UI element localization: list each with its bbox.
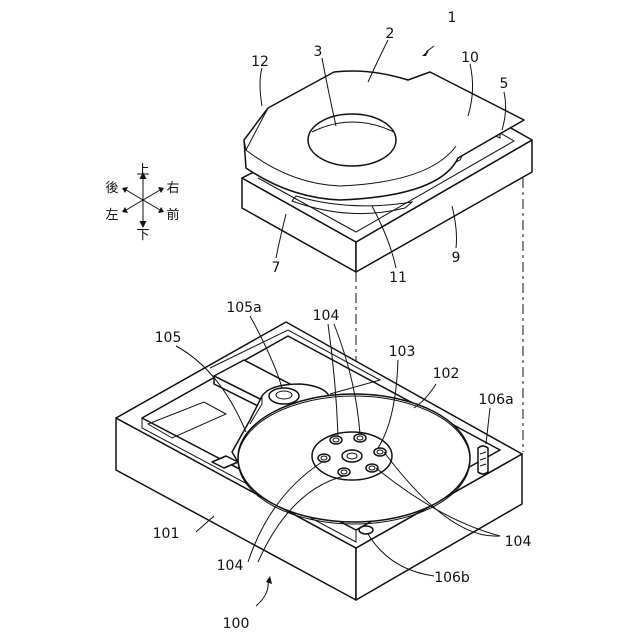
label-106b: 106b [434, 570, 470, 586]
label-104-right: 104 [505, 534, 532, 550]
dir-down: 下 [136, 228, 149, 243]
label-100: 100 [223, 616, 250, 632]
dir-up: 上 [136, 163, 149, 178]
label-7: 7 [272, 260, 281, 276]
label-5: 5 [500, 76, 509, 92]
dir-back: 後 [105, 181, 118, 196]
label-9: 9 [452, 250, 461, 266]
cover-assembly [242, 71, 532, 272]
label-105a: 105a [226, 300, 261, 316]
hub-center [342, 450, 362, 462]
label-1: 1 [448, 10, 457, 26]
label-106a: 106a [478, 392, 513, 408]
label-2: 2 [386, 26, 395, 42]
label-10: 10 [461, 50, 479, 66]
screw [354, 434, 366, 442]
pivot-105a [269, 388, 299, 404]
screw [330, 436, 342, 444]
dir-front: 前 [166, 207, 179, 223]
label-11: 11 [389, 270, 407, 286]
pin-106a [478, 446, 488, 474]
screw [338, 468, 350, 476]
dir-right: 右 [166, 181, 179, 196]
boss-106b [359, 526, 373, 534]
label-12: 12 [251, 54, 269, 70]
label-105: 105 [155, 330, 182, 346]
label-101: 101 [153, 526, 180, 542]
dir-left: 左 [105, 208, 118, 223]
screw [318, 454, 330, 462]
direction-indicator: 上 下 後 右 左 前 [105, 163, 179, 243]
base-assembly [116, 322, 522, 600]
label-102: 102 [433, 366, 460, 382]
label-104-left: 104 [217, 558, 244, 574]
label-104-top: 104 [313, 308, 340, 324]
label-3: 3 [314, 44, 323, 60]
label-103: 103 [389, 344, 416, 360]
